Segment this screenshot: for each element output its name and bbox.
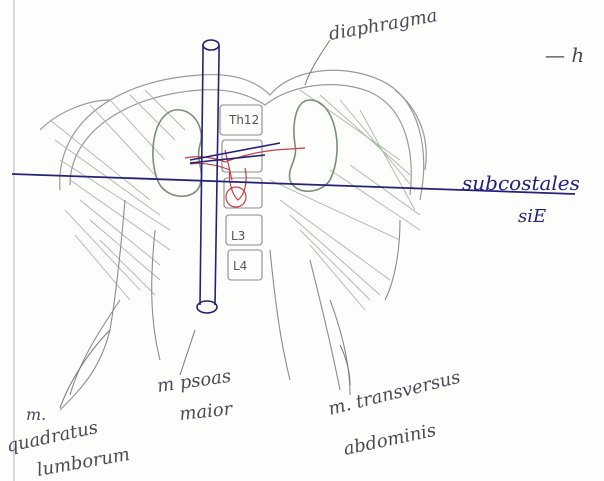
quadratus-label-2: lumborum: [35, 444, 131, 481]
vertebra-l4-label: L4: [233, 259, 247, 273]
vertebra-l3-label: L3: [231, 229, 245, 243]
psoas-label-1: m psoas: [156, 366, 233, 397]
left-kidney: [153, 110, 202, 196]
label-pointers: [60, 40, 350, 408]
psoas-label-2: maior: [178, 398, 234, 425]
subcostalis-label: subcostales: [462, 171, 580, 195]
transversus-label-1: m. transversus: [326, 367, 462, 420]
vertebra-th12-label: Th12: [228, 113, 259, 127]
right-kidney: [289, 100, 337, 191]
diaphragm-label: diaphragma: [327, 5, 439, 45]
vertebral-column: [220, 105, 262, 280]
subcostalis-sub-label: siE: [518, 206, 546, 227]
top-right-label: — h: [545, 43, 584, 67]
transversus-label-2: abdominis: [342, 420, 438, 460]
right-muscle-fibers: [270, 90, 420, 310]
quadratus-m-label: m.: [26, 405, 46, 424]
left-muscle-fibers: [50, 90, 185, 300]
